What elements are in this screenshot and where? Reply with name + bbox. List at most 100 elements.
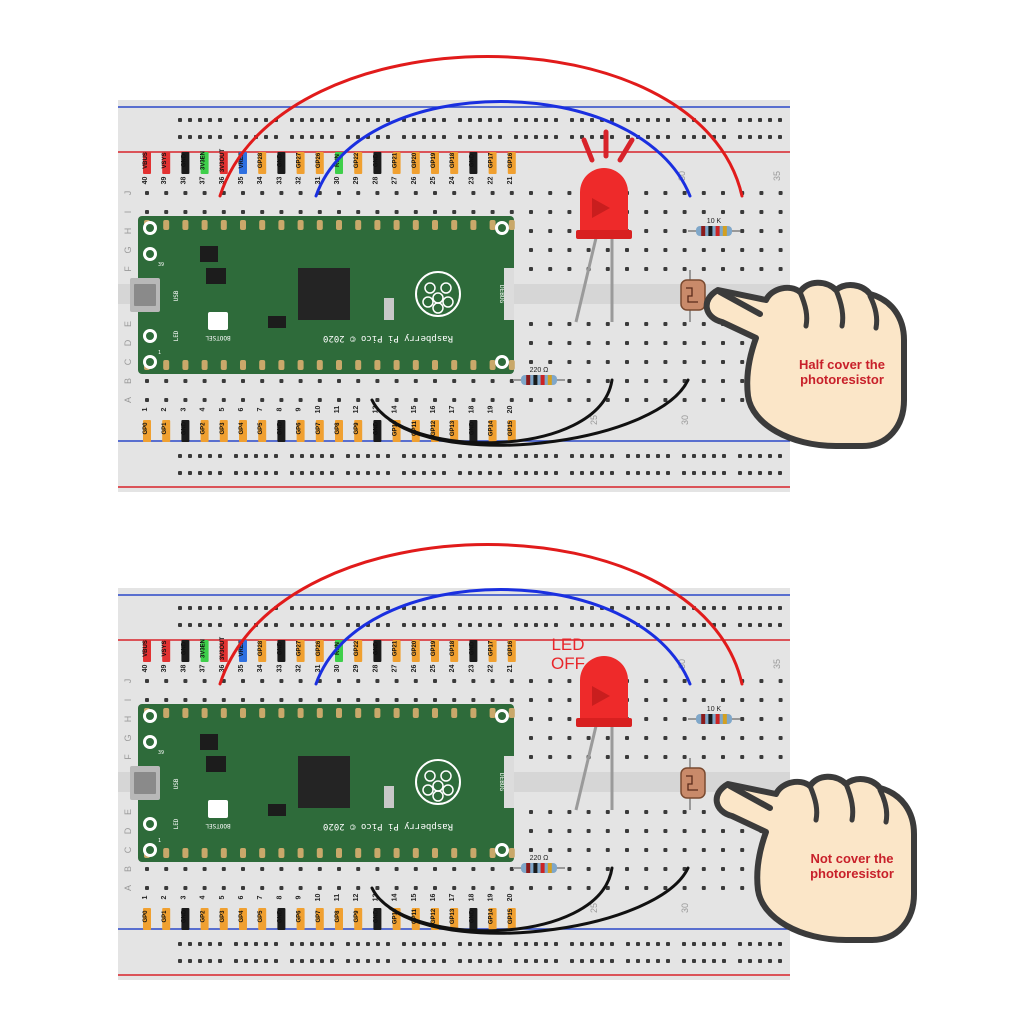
pico-pin (163, 848, 170, 858)
rail-hole (442, 623, 446, 627)
pin-number: 14 (392, 894, 399, 902)
mounting-hole-inner (146, 820, 154, 828)
mounting-hole-inner (146, 712, 154, 720)
rail-hole (722, 959, 726, 963)
led-leg (574, 725, 598, 811)
terminal-hole (682, 267, 687, 271)
pin-label: GP7 (316, 910, 322, 923)
rail-hole (290, 606, 294, 610)
raspberry-logo-berry (440, 282, 452, 294)
terminal-hole (605, 398, 610, 402)
rail-hole (636, 959, 640, 963)
pin-number: 24 (449, 665, 456, 673)
rail-hole (264, 135, 268, 139)
terminal-hole (567, 810, 572, 814)
rail-hole (768, 135, 772, 139)
rail-hole (386, 118, 390, 122)
component (384, 298, 394, 320)
rail-hole (254, 118, 258, 122)
row-letter: G (123, 734, 133, 741)
pico-pin (336, 220, 342, 230)
rail-hole (534, 606, 538, 610)
rail-hole (778, 454, 782, 458)
hand-finger-line (807, 783, 820, 823)
rail-hole (498, 942, 502, 946)
rail-hole (310, 623, 314, 627)
terminal-hole (663, 755, 668, 759)
pin-label: GP17 (489, 152, 495, 168)
terminal-hole (356, 379, 361, 383)
rail-hole (274, 454, 278, 458)
pico-pin (220, 220, 227, 230)
rail-hole (748, 623, 752, 627)
rail-hole (198, 135, 202, 139)
pin-label-tag (469, 908, 478, 930)
rail-hole (290, 471, 294, 475)
rail-hole (666, 135, 670, 139)
terminal-hole (567, 360, 572, 364)
terminal-hole (548, 717, 553, 721)
terminal-hole (605, 267, 610, 271)
resistor-band (526, 375, 531, 385)
pin-label-tag (373, 152, 382, 174)
pin-label: GND (181, 909, 187, 923)
rail-hole (580, 118, 584, 122)
resistor-value: 220 Ω (530, 367, 549, 374)
rail-hole (768, 959, 772, 963)
terminal-hole (164, 191, 169, 195)
terminal-hole (644, 360, 649, 364)
terminal-hole (298, 886, 303, 890)
rail-hole (432, 959, 436, 963)
rail-hole (748, 942, 752, 946)
terminal-hole (452, 679, 457, 683)
rail-hole (768, 606, 772, 610)
rail-hole (544, 942, 548, 946)
rail-hole (478, 471, 482, 475)
rail-hole (524, 471, 528, 475)
chip (200, 246, 218, 262)
rail-hole (544, 471, 548, 475)
terminal-hole (202, 679, 207, 683)
row-letter: B (123, 866, 133, 872)
terminal-hole (529, 736, 533, 740)
brand-text: Raspberry Pi Pico © 2020 (323, 333, 453, 343)
terminal-hole (221, 886, 226, 890)
rail-hole (468, 135, 472, 139)
pin-label: VSYS (162, 152, 168, 168)
pin-number: 33 (276, 177, 283, 185)
terminal-hole (413, 698, 418, 702)
pin-label-tag (373, 420, 382, 442)
terminal-hole (548, 886, 553, 890)
pin-label-tag (181, 640, 190, 662)
pin-label-tag (431, 640, 439, 662)
pico-pin (201, 360, 208, 370)
pin-label-tag (450, 908, 459, 930)
pin-label: 3V3OUT (220, 148, 226, 172)
rail-hole (722, 135, 726, 139)
rail-hole (738, 623, 742, 627)
pico-pin (412, 220, 419, 230)
pin-label-tag (315, 908, 324, 930)
pin-label: GP19 (431, 640, 437, 656)
terminal-hole (644, 717, 649, 721)
rail-hole (626, 454, 630, 458)
pin-label: GND (277, 909, 283, 923)
pico-pin (182, 848, 189, 858)
terminal-hole (548, 755, 553, 759)
pin-label-tag (315, 640, 324, 662)
pin-number: 32 (296, 177, 303, 185)
bootsel-button (208, 800, 228, 818)
terminal-hole (548, 210, 553, 214)
pin-label: GP3 (220, 910, 226, 923)
terminal-hole (356, 886, 361, 890)
pin-label: GND (181, 153, 187, 167)
terminal-hole (567, 248, 572, 252)
pin-label: GP10 (393, 420, 399, 436)
pin-number: 38 (180, 177, 187, 185)
rail-hole (580, 471, 584, 475)
rail-hole (468, 606, 472, 610)
rail-hole (702, 471, 706, 475)
rail-hole (590, 606, 594, 610)
terminal-hole (625, 736, 629, 740)
pin-label-tag (277, 640, 286, 662)
